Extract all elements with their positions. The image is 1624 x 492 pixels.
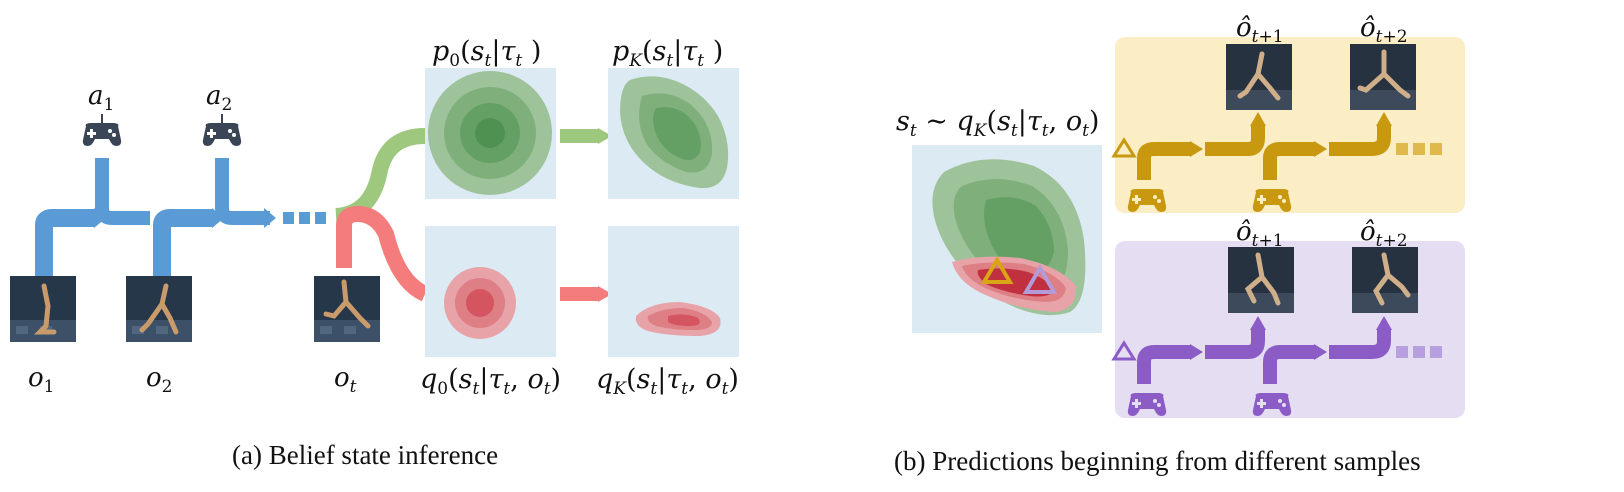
- observation-image-o1: [10, 276, 76, 342]
- purple-dot: [1413, 346, 1425, 358]
- posterior-k-density: [635, 302, 721, 336]
- caption-b: (b) Predictions beginning from different…: [894, 446, 1421, 476]
- predicted-frame-purple-2: [1352, 247, 1418, 313]
- caption-a: (a) Belief state inference: [232, 440, 498, 470]
- prior-0-label: p0(st|τt ): [432, 36, 541, 71]
- blue-arrowheads: [94, 208, 276, 228]
- sample-label: st ∼ qK(st|τt, ot): [896, 106, 1099, 141]
- red-arrowhead: [598, 286, 612, 302]
- purple-dot: [1396, 346, 1408, 358]
- panel-a: a1 a2 o1 o2 ot: [10, 36, 739, 470]
- gold-dot: [1396, 143, 1408, 155]
- green-arrow-to-prior: [335, 128, 426, 224]
- observation-image-ot: [314, 276, 380, 342]
- prior-k-density: [620, 76, 729, 189]
- prediction-label-gold-2: ôt+2: [1360, 13, 1408, 47]
- sample-density: [932, 159, 1086, 316]
- prior-k-label: pK(st|τt ): [612, 36, 723, 71]
- blue-arrow-o1: [35, 209, 95, 280]
- blue-pipeline: [35, 158, 326, 280]
- gamepad-icon: [1127, 189, 1167, 212]
- observation-label-o2: o2: [146, 363, 172, 397]
- gold-rollout: [1111, 112, 1442, 180]
- gamepad-icon: [82, 123, 122, 146]
- predicted-frame-gold-1: [1226, 44, 1292, 110]
- blue-arrow-a1: [95, 158, 150, 225]
- prior-0-density: [428, 71, 552, 195]
- posterior-k-label: qK(st|τt, ot): [596, 364, 739, 399]
- green-arrowhead: [598, 128, 612, 144]
- action-label-a2: a2: [206, 81, 232, 115]
- predicted-frame-gold-2: [1350, 44, 1416, 110]
- action-label-a1: a1: [88, 81, 114, 115]
- purple-start-marker: [1111, 340, 1137, 361]
- gamepad-icon: [1252, 189, 1292, 212]
- gold-start-marker: [1111, 137, 1137, 158]
- predicted-frame-purple-1: [1228, 247, 1294, 313]
- sample-marker-purple: [1022, 264, 1058, 294]
- posterior-k-panel: [608, 226, 739, 357]
- gamepad-icon: [202, 123, 242, 146]
- blue-dot: [283, 212, 294, 224]
- gold-dot: [1413, 143, 1425, 155]
- blue-arrow-a2: [215, 158, 270, 225]
- observation-label-o1: o1: [28, 363, 54, 397]
- posterior-0-density: [444, 267, 516, 339]
- gamepad-icon: [1127, 393, 1167, 416]
- purple-rollout: [1111, 316, 1442, 384]
- gamepad-icon: [1252, 393, 1292, 416]
- gold-dot: [1430, 143, 1442, 155]
- red-arrow-to-posterior: [336, 205, 429, 302]
- prediction-label-purple-1: ôt+1: [1236, 217, 1284, 251]
- prediction-label-purple-2: ôt+2: [1360, 217, 1408, 251]
- blue-dot: [315, 212, 326, 224]
- panel-b: st ∼ qK(st|τt, ot): [894, 13, 1465, 476]
- posterior-0-label: q0(st|τt, ot): [420, 364, 561, 399]
- observation-image-o2: [126, 276, 192, 342]
- observation-label-ot: ot: [334, 363, 357, 397]
- prediction-label-gold-1: ôt+1: [1236, 13, 1284, 47]
- sample-marker-gold: [980, 256, 1014, 284]
- blue-dot: [299, 212, 310, 224]
- purple-dot: [1430, 346, 1442, 358]
- blue-arrow-o2: [153, 209, 212, 280]
